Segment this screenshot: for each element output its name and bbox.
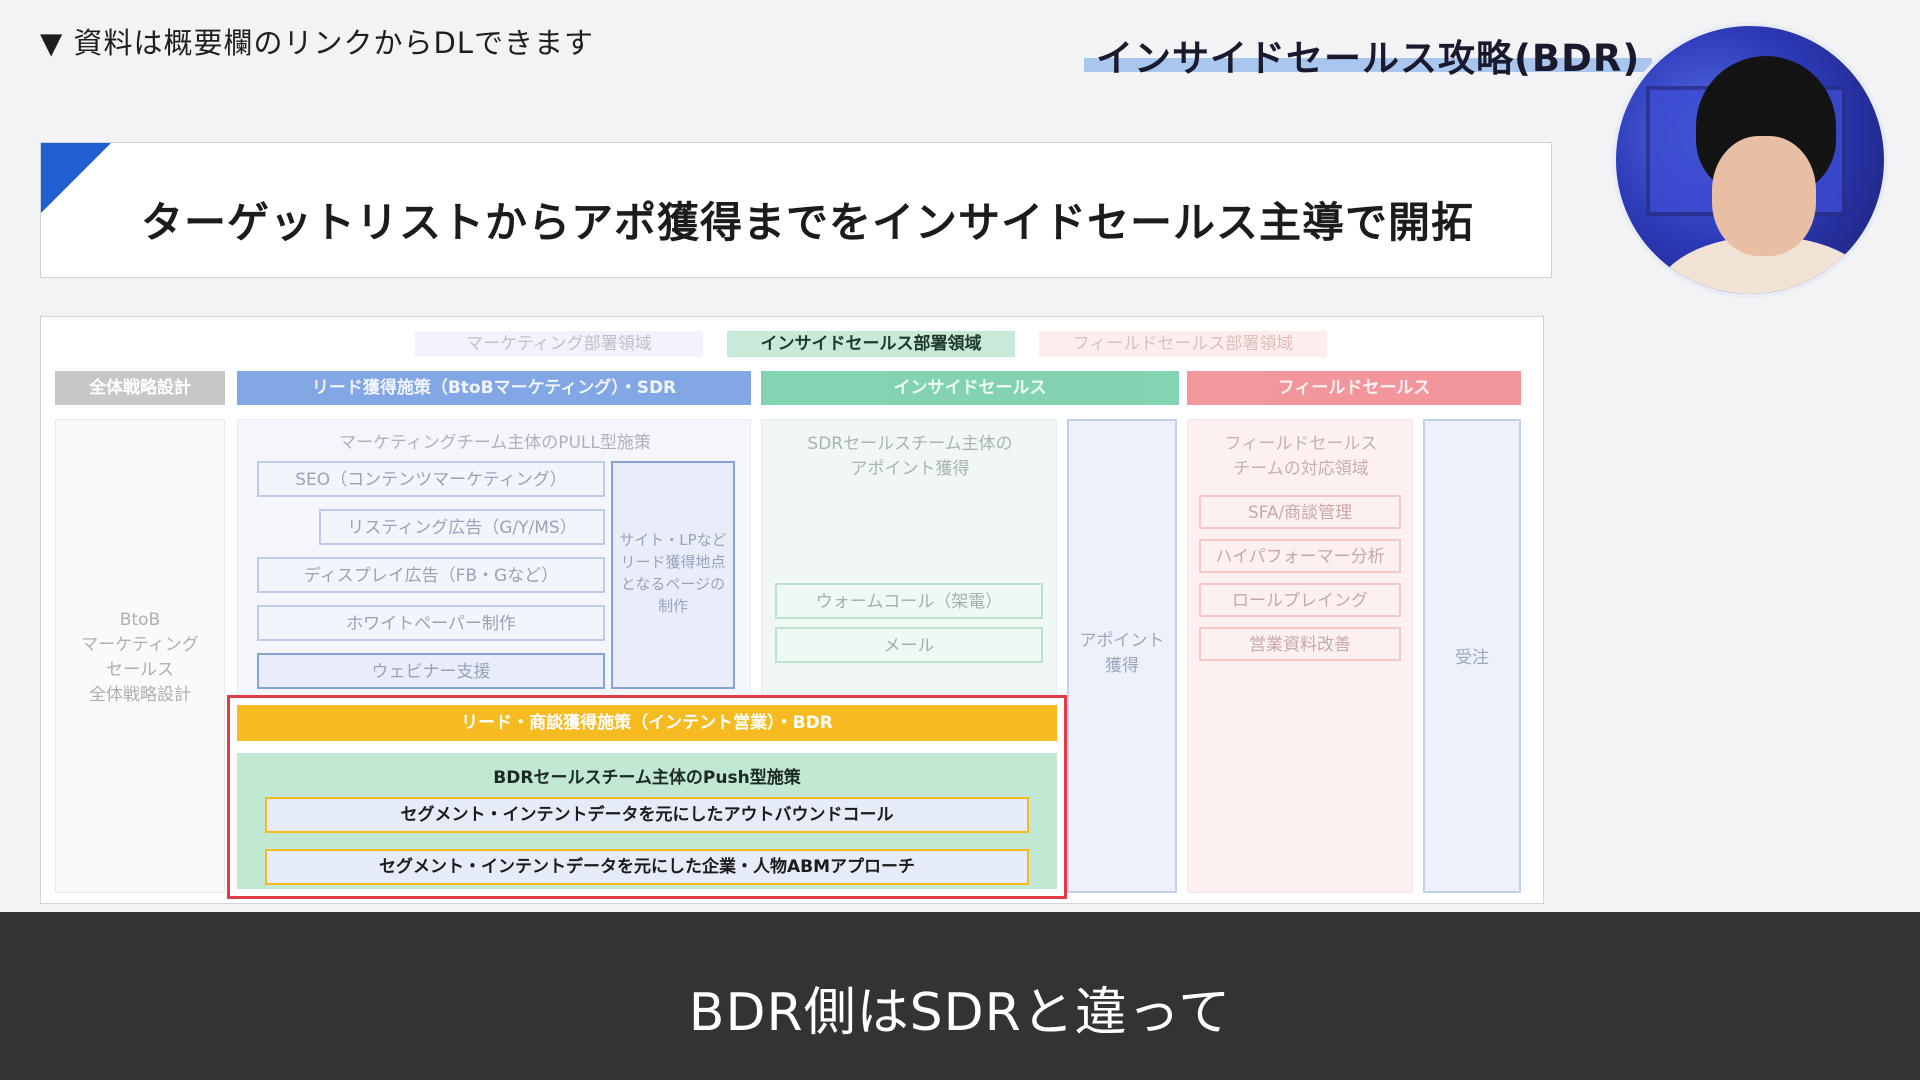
side-box-line: リード獲得地点 xyxy=(620,553,726,571)
col-lead: リード獲得施策（BtoBマーケティング）・SDR xyxy=(237,371,751,405)
caption-bar: BDR側はSDRと違って xyxy=(0,912,1920,1080)
marketing-item: ディスプレイ広告（FB・Gなど） xyxy=(257,557,605,593)
side-box-line: サイト・LPなど xyxy=(619,531,727,549)
strategy-line: セールス xyxy=(106,660,174,680)
presenter-face xyxy=(1712,136,1816,256)
headline-text: ターゲットリストからアポ獲得までをインサイドセールス主導で開拓 xyxy=(141,198,1475,247)
sdr-heading-line: SDRセールスチーム主体の xyxy=(807,434,1013,454)
field-item: 営業資料改善 xyxy=(1199,627,1401,661)
bdr-heading: BDRセールスチーム主体のPush型施策 xyxy=(493,768,801,788)
headline-box: ターゲットリストからアポ獲得までをインサイドセールス主導で開拓 xyxy=(40,142,1552,278)
subtitle-caption: BDR側はSDRと違って xyxy=(688,983,1232,1043)
bdr-bar: リード・商談獲得施策（インテント営業）・BDR xyxy=(237,705,1057,741)
field-heading-line: チームの対応領域 xyxy=(1233,459,1369,479)
title-highlight xyxy=(1084,58,1653,72)
presenter-avatar xyxy=(1612,22,1888,298)
side-box-line: 制作 xyxy=(657,597,688,615)
appointment-pane: アポイント 獲得 xyxy=(1067,419,1177,893)
side-box-line: となるページの xyxy=(620,575,726,593)
corner-accent xyxy=(41,143,111,213)
strategy-pane: BtoB マーケティング セールス 全体戦略設計 xyxy=(55,419,225,893)
series-title-text: インサイドセールス攻略(BDR) xyxy=(1096,37,1641,80)
region-marketing: マーケティング部署領域 xyxy=(415,331,703,357)
strategy-line: BtoB xyxy=(119,610,161,630)
marketing-item: ウェビナー支援 xyxy=(257,653,605,689)
order-pane: 受注 xyxy=(1423,419,1521,893)
strategy-line: マーケティング xyxy=(81,635,199,655)
sdr-item: ウォームコール（架電） xyxy=(775,583,1043,619)
col-field: フィールドセールス xyxy=(1187,371,1521,405)
appointment-line: アポイント xyxy=(1079,631,1165,651)
order-label: 受注 xyxy=(1455,648,1489,668)
marketing-side-box: サイト・LPなど リード獲得地点 となるページの 制作 xyxy=(611,461,735,689)
marketing-item: SEO（コンテンツマーケティング） xyxy=(257,461,605,497)
bdr-item: セグメント・インテントデータを元にしたアウトバウンドコール xyxy=(265,797,1029,833)
appointment-line: 獲得 xyxy=(1105,656,1139,676)
marketing-item: ホワイトペーパー制作 xyxy=(257,605,605,641)
region-field: フィールドセールス部署領域 xyxy=(1039,331,1327,357)
process-diagram: マーケティング部署領域 インサイドセールス部署領域 フィールドセールス部署領域 … xyxy=(40,316,1544,904)
field-item: ロールプレイング xyxy=(1199,583,1401,617)
series-title: インサイドセールス攻略(BDR) xyxy=(1084,28,1653,80)
sdr-item: メール xyxy=(775,627,1043,663)
bdr-item: セグメント・インテントデータを元にした企業・人物ABMアプローチ xyxy=(265,849,1029,885)
top-note: ▼ 資料は概要欄のリンクからDLできます xyxy=(40,26,595,60)
marketing-item: リスティング広告（G/Y/MS） xyxy=(319,509,605,545)
marketing-heading: マーケティングチーム主体のPULL型施策 xyxy=(339,433,651,453)
field-heading-line: フィールドセールス xyxy=(1224,434,1378,454)
col-strategy: 全体戦略設計 xyxy=(55,371,225,405)
field-item: SFA/商談管理 xyxy=(1199,495,1401,529)
region-inside: インサイドセールス部署領域 xyxy=(727,331,1015,357)
col-inside: インサイドセールス xyxy=(761,371,1179,405)
field-item: ハイパフォーマー分析 xyxy=(1199,539,1401,573)
sdr-heading-line: アポイント獲得 xyxy=(850,459,970,479)
strategy-line: 全体戦略設計 xyxy=(89,685,191,705)
